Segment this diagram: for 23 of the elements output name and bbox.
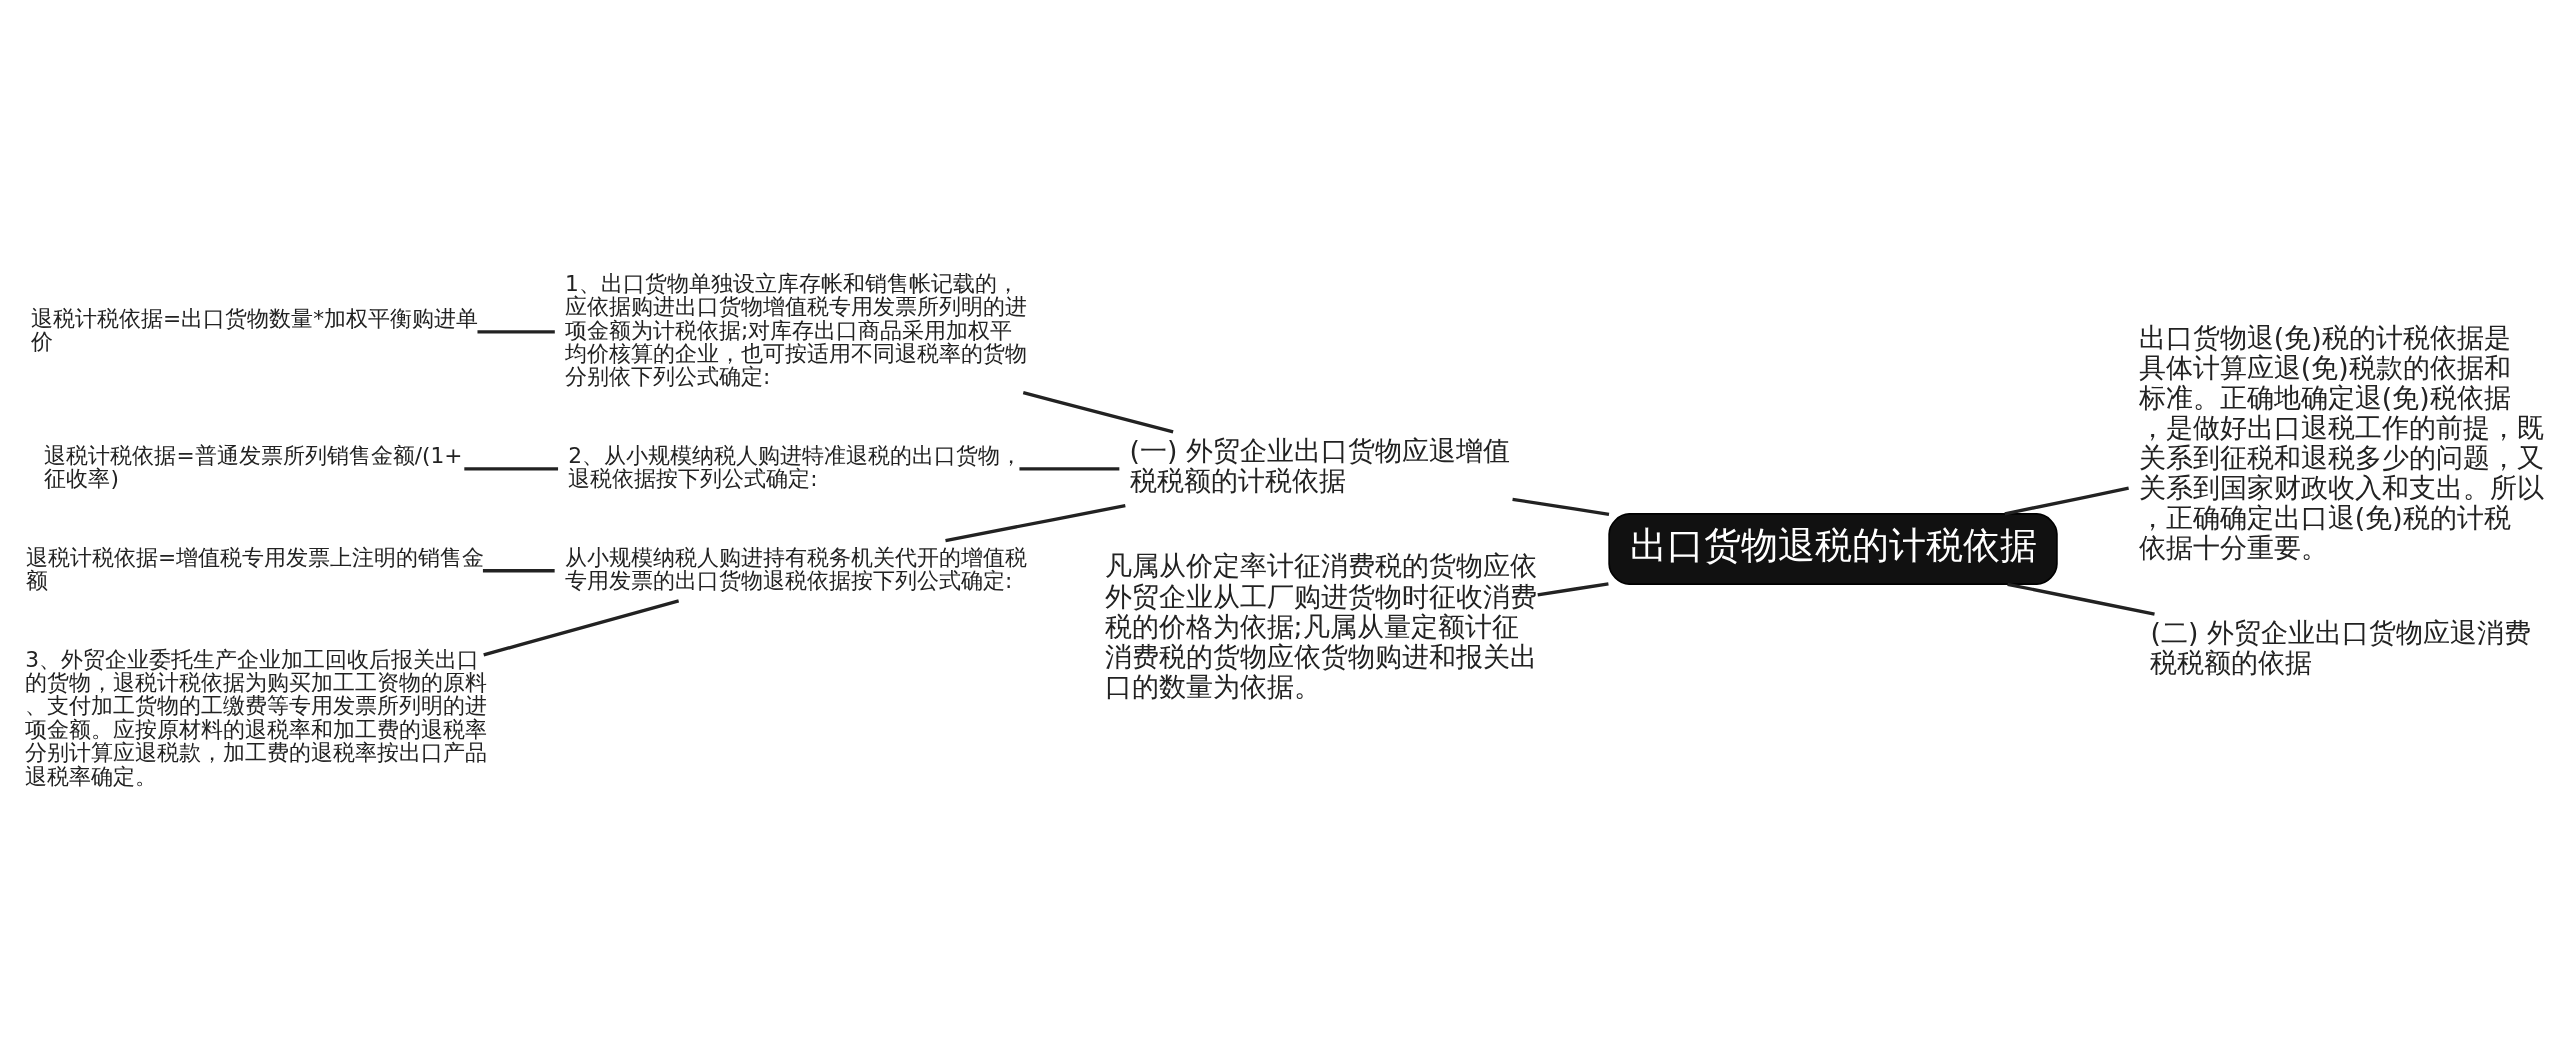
connector	[2004, 486, 2129, 516]
node-text: (一) 外贸企业出口货物应退增值税税额的计税依据	[1129, 435, 1510, 497]
node-text: 从小规模纳税人购进持有税务机关代开的增值税专用发票的出口货物退税依据按下列公式确定:	[564, 544, 1027, 594]
connector	[1537, 582, 1609, 597]
connector	[1022, 391, 1174, 434]
connector	[945, 503, 1126, 543]
node-text: 退税计税依据=出口货物数量*加权平衡购进单价	[31, 305, 479, 355]
node-text: 出口货物退(免)税的计税依据是具体计算应退(免)税款的依据和标准。正确地确定退(免)税依据，是做好出口退税工作的前提，既关系到征税和退税多少的问题，又关系到国家财政收入和支出。所以，正确确定出口退(免)税的计税依据十分重要。	[2138, 321, 2544, 564]
node-box: 出口货物退税的计税依据	[1608, 513, 2058, 585]
connector	[2007, 582, 2155, 616]
connector	[1512, 497, 1610, 516]
connector	[1019, 467, 1120, 471]
node-text: 凡属从价定率计征消费税的货物应依外贸企业从工厂购进货物时征收消费税的价格为依据;凡属从量定额计征消费税的货物应依货物购进和报关出口的数量为依据。	[1104, 550, 1537, 702]
node-text: 退税计税依据=增值税专用发票上注明的销售金额	[26, 544, 485, 594]
connector	[483, 599, 680, 657]
connector	[464, 467, 559, 471]
node-text: (二) 外贸企业出口货物应退消费税税额的依据	[2150, 617, 2531, 679]
node-text: 退税计税依据=普通发票所列销售金额/(1+征收率)	[44, 442, 463, 492]
connector	[482, 569, 555, 573]
node-text: 3、外贸企业委托生产企业加工回收后报关出口的货物，退税计税依据为购买加工工资物的原料、支付加工货物的工缴费等专用发票所列明的进项金额。应按原材料的退税率和加工费的退税率分别计算应退税款，加工费的退税率按出口产品退税率确定。	[25, 646, 488, 789]
connector	[477, 330, 555, 334]
node-text: 2、从小规模纳税人购进特准退税的出口货物，退税依据按下列公式确定:	[568, 442, 1023, 492]
node-text: 1、出口货物单独设立库存帐和销售帐记载的，应依据购进出口货物增值税专用发票所列明的进项金额为计税依据;对库存出口商品采用加权平均价核算的企业，也可按适用不同退税率的货物分别依下列公式确定:	[564, 270, 1027, 390]
